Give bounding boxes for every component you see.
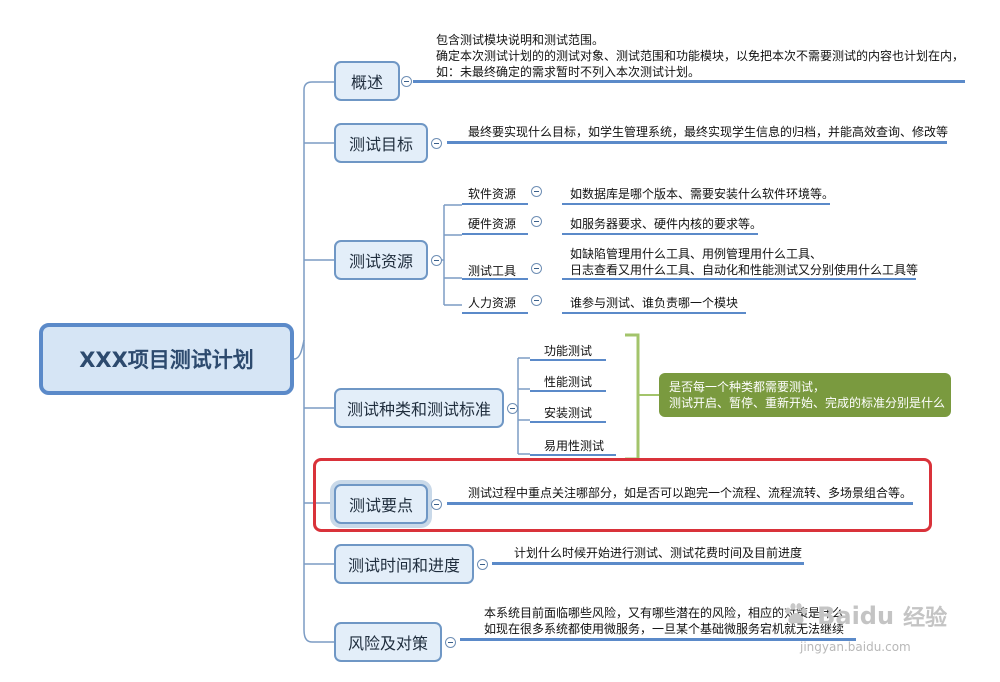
- resource-people-desc: 谁参与测试、谁负责哪一个模块: [570, 296, 739, 310]
- branch-risk[interactable]: 风险及对策: [334, 622, 442, 662]
- resource-people-desc-underline: [562, 312, 746, 314]
- watermark-brand: Baidu: [817, 602, 895, 630]
- schedule-underline: [492, 562, 804, 565]
- resource-tools-desc: 如缺陷管理用什么工具、用例管理用什么工具、 日志查看又用什么工具、自动化和性能测…: [570, 247, 919, 277]
- collapse-resources-icon[interactable]: [431, 255, 442, 266]
- resource-people-underline: [462, 312, 528, 314]
- root-node[interactable]: XXX项目测试计划: [39, 323, 294, 395]
- type-functional[interactable]: 功能测试: [544, 344, 593, 358]
- collapse-people-icon[interactable]: [531, 295, 542, 306]
- types-summary-box[interactable]: 是否每一个种类都需要测试， 测试开启、暂停、重新开始、完成的标准分别是什么: [659, 373, 951, 417]
- branch-types-label: 测试种类和测试标准: [346, 400, 491, 419]
- resource-hardware-label[interactable]: 硬件资源: [468, 217, 517, 231]
- type-install-underline: [530, 421, 606, 423]
- branch-resources-label: 测试资源: [348, 252, 413, 271]
- type-usability[interactable]: 易用性测试: [544, 439, 605, 453]
- collapse-types-icon[interactable]: [507, 403, 518, 414]
- resource-hardware-desc: 如服务器要求、硬件内核的要求等。: [570, 217, 763, 231]
- type-install[interactable]: 安装测试: [544, 406, 593, 420]
- resource-hardware-desc-underline: [562, 233, 758, 235]
- resource-software-desc: 如数据库是哪个版本、需要安装什么软件环境等。: [570, 187, 835, 201]
- resource-software-label[interactable]: 软件资源: [468, 187, 517, 201]
- branch-resources[interactable]: 测试资源: [334, 240, 428, 280]
- paw-logo-icon: [782, 601, 808, 631]
- collapse-overview-icon[interactable]: [401, 76, 412, 87]
- branch-keypoints-label: 测试要点: [348, 496, 413, 515]
- resource-tools-desc-underline: [562, 278, 916, 280]
- root-label: XXX项目测试计划: [79, 348, 254, 372]
- collapse-software-icon[interactable]: [531, 186, 542, 197]
- schedule-text: 计划什么时候开始进行测试、测试花费时间及目前进度: [514, 546, 803, 560]
- branch-goal[interactable]: 测试目标: [334, 123, 428, 163]
- branch-risk-label: 风险及对策: [347, 634, 428, 653]
- collapse-keypoints-icon[interactable]: [431, 499, 442, 510]
- collapse-hardware-icon[interactable]: [531, 216, 542, 227]
- resource-software-underline: [462, 203, 528, 205]
- type-performance[interactable]: 性能测试: [544, 375, 593, 389]
- highlight-frame: [313, 458, 932, 532]
- resource-people-label[interactable]: 人力资源: [468, 296, 517, 310]
- branch-types[interactable]: 测试种类和测试标准: [334, 388, 504, 428]
- goal-text: 最终要实现什么目标，如学生管理系统，最终实现学生信息的归档，并能高效查询、修改等: [468, 125, 949, 139]
- baidu-watermark: Baidu 经验: [782, 600, 947, 632]
- collapse-tools-icon[interactable]: [531, 263, 542, 274]
- branch-overview[interactable]: 概述: [334, 61, 400, 101]
- goal-underline: [447, 141, 947, 144]
- type-performance-underline: [530, 390, 606, 392]
- resource-hardware-underline: [462, 233, 528, 235]
- resource-tools-underline: [462, 278, 528, 280]
- risk-text: 本系统目前面临哪些风险，又有哪些潜在的风险，相应的对策是什么 如现在很多系统都使…: [484, 606, 845, 636]
- branch-goal-label: 测试目标: [348, 135, 413, 154]
- keypoints-text: 测试过程中重点关注哪部分，如是否可以跑完一个流程、流程流转、多场景组合等。: [468, 486, 913, 500]
- type-functional-underline: [530, 359, 606, 361]
- type-usability-underline: [530, 454, 616, 456]
- branch-schedule[interactable]: 测试时间和进度: [334, 544, 474, 584]
- overview-underline: [413, 80, 965, 83]
- watermark-sub: 经验: [903, 606, 948, 631]
- watermark-url: jingyan.baidu.com: [800, 640, 911, 654]
- branch-keypoints[interactable]: 测试要点: [334, 484, 428, 524]
- branch-overview-label: 概述: [350, 73, 383, 92]
- resource-tools-label[interactable]: 测试工具: [468, 264, 517, 278]
- keypoints-underline: [447, 502, 913, 505]
- collapse-schedule-icon[interactable]: [477, 559, 488, 570]
- collapse-risk-icon[interactable]: [445, 637, 456, 648]
- risk-underline: [460, 638, 856, 641]
- collapse-goal-icon[interactable]: [431, 138, 442, 149]
- branch-schedule-label: 测试时间和进度: [347, 556, 460, 575]
- resource-software-desc-underline: [562, 203, 830, 205]
- overview-text: 包含测试模块说明和测试范围。 确定本次测试计划的的测试对象、测试范围和功能模块，…: [436, 33, 965, 79]
